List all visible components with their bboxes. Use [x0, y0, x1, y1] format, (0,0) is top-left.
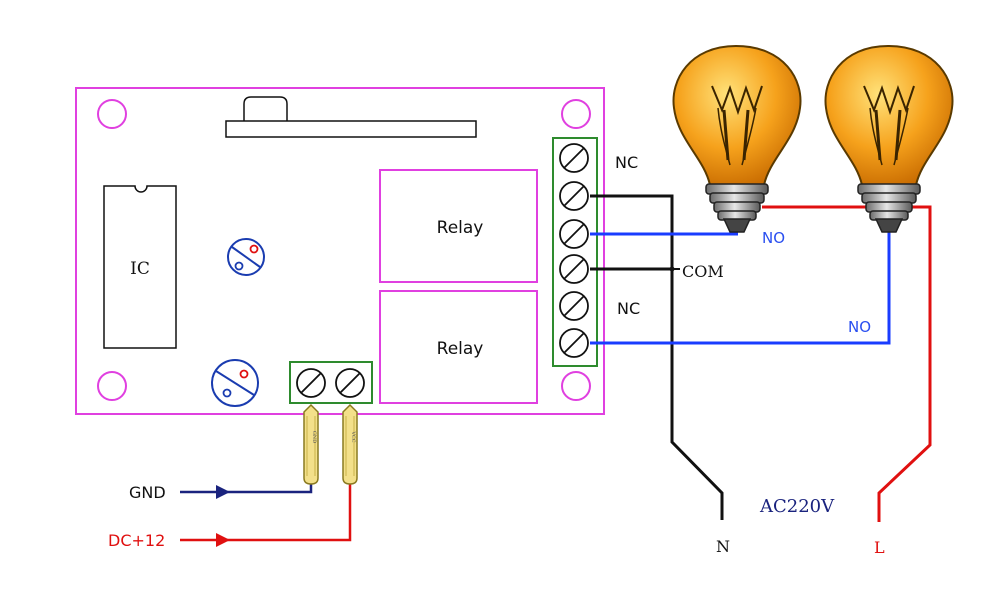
relay-bottom	[379, 290, 538, 404]
com-label: COM	[682, 262, 724, 281]
mounting-hole	[97, 99, 127, 129]
wire-dc12	[180, 482, 352, 542]
relay-bottom-label: Relay	[437, 339, 484, 359]
output-terminal-screw	[559, 254, 589, 284]
led-indicator	[227, 238, 265, 276]
nc-bottom-label: NC	[617, 299, 640, 318]
ic-chip	[103, 185, 177, 349]
led-indicator	[211, 359, 259, 407]
ic-label: IC	[130, 259, 150, 279]
mounting-hole	[97, 371, 127, 401]
output-terminal-screw	[559, 291, 589, 321]
no-bottom-label: NO	[848, 318, 871, 336]
output-terminal-screw	[559, 219, 589, 249]
power-terminal-screw	[335, 368, 365, 398]
vcc-pin	[342, 403, 358, 485]
light-bulb-right	[824, 44, 954, 233]
vcc-pin-label: VCC	[350, 430, 356, 442]
gnd-pin	[303, 403, 319, 485]
wire-black-n	[590, 194, 724, 520]
relay-top	[379, 169, 538, 283]
neutral-label: N	[716, 537, 730, 556]
relay-top-label: Relay	[437, 218, 484, 238]
gnd-pin-label: GND	[311, 431, 317, 443]
output-terminal-screw	[559, 143, 589, 173]
wire-red-l	[762, 205, 932, 522]
wire-gnd	[180, 472, 313, 494]
power-terminal-screw	[296, 368, 326, 398]
dc12-label: DC+12	[108, 531, 165, 550]
live-label: L	[874, 538, 885, 557]
gnd-arrow	[216, 485, 230, 499]
wire-blue-no-bottom	[590, 232, 891, 345]
output-terminal-screw	[559, 328, 589, 358]
mounting-hole	[561, 99, 591, 129]
gnd-label: GND	[129, 483, 166, 502]
light-bulb-left	[672, 44, 802, 233]
nc-top-label: NC	[615, 153, 638, 172]
dc12-arrow	[216, 533, 230, 547]
output-terminal-screw	[559, 181, 589, 211]
no-top-label: NO	[762, 229, 785, 247]
output-terminal-block	[552, 137, 598, 367]
ac220v-label: AC220V	[759, 496, 835, 517]
receiver-module	[225, 96, 477, 138]
mounting-hole	[561, 371, 591, 401]
